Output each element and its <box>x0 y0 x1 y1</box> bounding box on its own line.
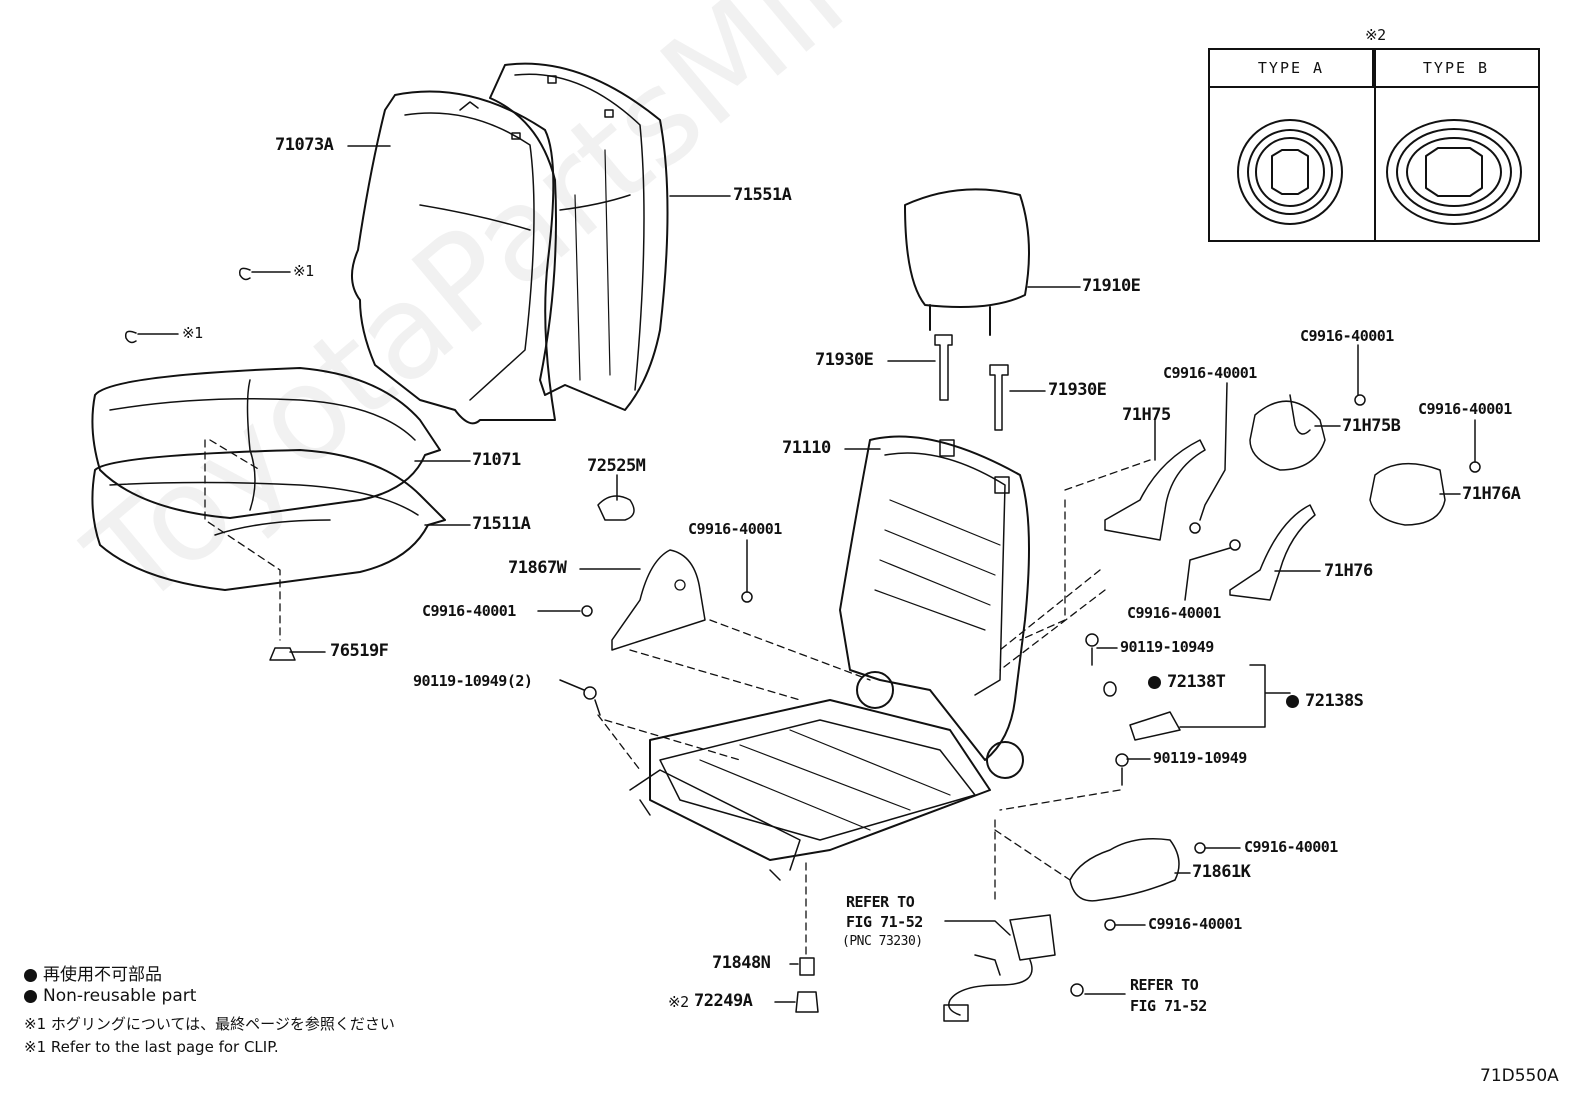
part-label: 72525M <box>587 456 646 476</box>
part-label: 72249A <box>694 991 753 1011</box>
part-label: C9916-40001 <box>1127 604 1221 622</box>
part-label: C9916-40001 <box>1244 838 1338 856</box>
legend-nonreuse-en: Non-reusable part <box>24 986 196 1006</box>
part-label: 71H76 <box>1324 561 1373 581</box>
type-a-lug <box>1237 119 1343 225</box>
part-label: C9916-40001 <box>1148 915 1242 933</box>
legend-note-en: ※1 Refer to the last page for CLIP. <box>24 1038 279 1056</box>
part-label: 71861K <box>1192 862 1251 882</box>
part-label: C9916-40001 <box>1163 364 1257 382</box>
part-label: 71867W <box>508 558 567 578</box>
part-label: 76519F <box>330 641 389 661</box>
part-label: C9916-40001 <box>1418 400 1512 418</box>
seatback-pad-71551A <box>489 62 669 411</box>
legend-nonreuse-jp: 再使用不可部品 <box>24 960 162 985</box>
type-variants-box: TYPE A TYPE B <box>1208 48 1540 242</box>
type-b-lug <box>1386 119 1522 225</box>
part-label: 71511A <box>472 514 531 534</box>
part-label-nonreusable: 72138T <box>1148 672 1226 692</box>
mark-2: ※2 <box>668 993 689 1011</box>
clip-mark: ※1 <box>293 262 314 280</box>
part-label: 71910E <box>1082 276 1141 296</box>
part-label: 71551A <box>733 185 792 205</box>
part-label: C9916-40001 <box>688 520 782 538</box>
legend-note-jp: ※1 ホグリングについては、最終ページを参照ください <box>24 1015 395 1033</box>
refer-line: (PNC 73230) <box>842 934 923 949</box>
headrest-71910E <box>904 188 1030 309</box>
part-label: 71071 <box>472 450 521 470</box>
part-label: 71930E <box>815 350 874 370</box>
refer-line: FIG 71-52 <box>846 913 923 931</box>
nonreusable-dot-icon <box>24 989 37 1003</box>
part-label: 71H75 <box>1122 405 1171 425</box>
nonreusable-dot-icon <box>1148 675 1161 689</box>
refer-line: FIG 71-52 <box>1130 997 1207 1015</box>
clip-mark: ※1 <box>182 324 203 342</box>
refer-line: REFER TO <box>1130 976 1199 994</box>
seatback-cover-71073A <box>351 90 556 425</box>
part-label: 71H76A <box>1462 484 1521 504</box>
part-label: 90119-10949(2) <box>413 672 533 690</box>
type-box-mark: ※2 <box>1365 26 1386 44</box>
part-label: 90119-10949 <box>1153 749 1247 767</box>
part-label-nonreusable: 72138S <box>1286 691 1364 711</box>
figure-code: 71D550A <box>1480 1066 1559 1086</box>
part-label: 71H75B <box>1342 416 1401 436</box>
part-label: C9916-40001 <box>422 602 516 620</box>
refer-line: REFER TO <box>846 893 915 911</box>
nonreusable-dot-icon <box>1286 694 1299 708</box>
part-label: 71930E <box>1048 380 1107 400</box>
type-divider <box>1374 50 1376 242</box>
part-label: 71848N <box>712 953 771 973</box>
part-label: 90119-10949 <box>1120 638 1214 656</box>
seat-base <box>649 699 991 861</box>
part-label: 71073A <box>275 135 334 155</box>
seat-cover-71071 <box>91 367 441 519</box>
seat-frame-71110 <box>839 435 1030 761</box>
part-label: 71110 <box>782 438 831 458</box>
type-b-header: TYPE B <box>1374 50 1538 88</box>
seat-pad-71511A <box>91 449 446 591</box>
type-a-header: TYPE A <box>1210 50 1374 88</box>
part-label: C9916-40001 <box>1300 327 1394 345</box>
nonreusable-dot-icon <box>24 968 37 982</box>
